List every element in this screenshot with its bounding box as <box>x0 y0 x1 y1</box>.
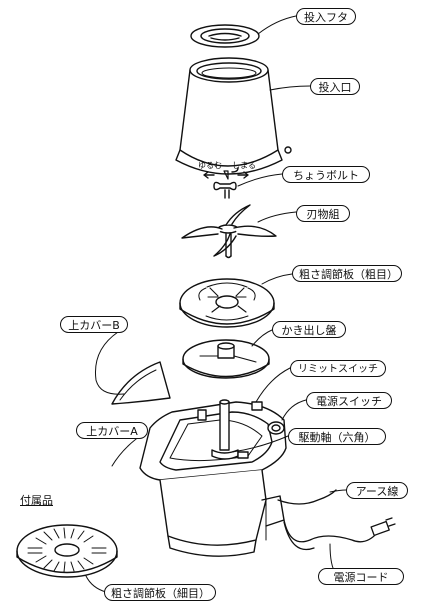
butterfly-bolt-part <box>213 181 237 199</box>
drive-shaft-label: 駆動軸（六角） <box>288 428 386 445</box>
main-body-part <box>139 399 287 557</box>
tighten-label: しまる <box>232 161 256 170</box>
coarse-plate-coarse-label: 粗さ調節板（粗目） <box>292 265 402 282</box>
accessories-label: 付属品 <box>20 494 53 507</box>
butterfly-bolt-label: ちょうボルト <box>282 166 370 183</box>
power-cord-label: 電源コード <box>318 568 404 585</box>
limit-switch-label: リミットスイッチ <box>290 360 386 377</box>
upper-cover-a-label: 上カバーA <box>76 422 148 439</box>
input-lid-part <box>190 24 260 48</box>
input-port-label: 投入口 <box>310 78 360 95</box>
ground-wire-label: アース線 <box>346 482 408 499</box>
power-cord <box>283 519 379 543</box>
power-switch-label: 電源スイッチ <box>306 392 392 409</box>
scraper-disc-part <box>182 339 270 379</box>
upper-cover-b-part <box>111 361 171 405</box>
coarse-plate-fine-label: 粗さ調節板（細目） <box>104 584 216 601</box>
ground-wire <box>277 489 337 505</box>
input-port-part <box>175 57 292 180</box>
input-lid-label: 投入フタ <box>296 8 356 25</box>
loosen-label: ゆるむ <box>198 161 222 170</box>
upper-cover-b-label: 上カバーB <box>60 316 128 333</box>
leader-lines <box>85 15 347 593</box>
blade-set-part <box>181 204 277 259</box>
blade-set-label: 刃物組 <box>296 205 350 222</box>
fine-adjustment-plate-part <box>16 524 118 578</box>
cords <box>277 489 396 551</box>
coarse-adjustment-plate-part <box>179 278 275 328</box>
scraper-disc-label: かき出し盤 <box>272 321 346 338</box>
